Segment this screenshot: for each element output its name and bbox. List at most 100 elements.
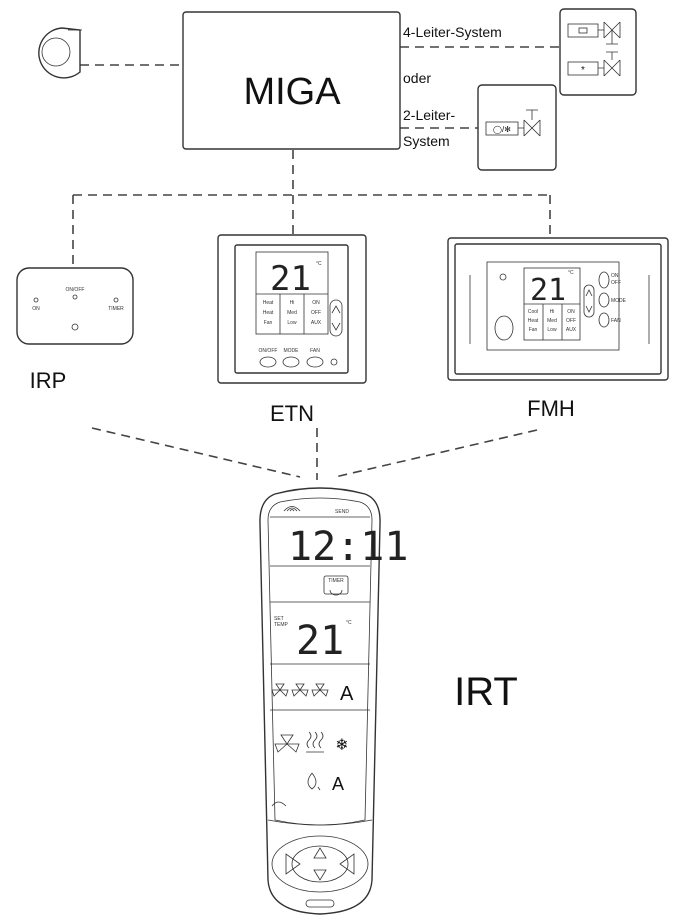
irt-remote: SEND 12:11 TIMER SET TEMP 21 °C A ❄	[259, 487, 408, 915]
dpad	[271, 835, 369, 893]
four-wire-label: 4-Leiter-System	[403, 24, 502, 40]
four-wire-valve-box: *	[559, 8, 637, 96]
svg-text:Fan: Fan	[264, 320, 273, 326]
irt-send-text: SEND	[335, 509, 349, 515]
irt-set-text: SET	[274, 616, 284, 622]
svg-text:AUX: AUX	[566, 327, 577, 333]
chevron-up-down-icon	[585, 289, 593, 313]
chevron-up-down-icon	[313, 847, 327, 881]
valve-icon	[518, 109, 541, 137]
two-wire-label-line2: System	[403, 133, 450, 149]
fan-med-icon	[291, 683, 309, 697]
fan-key	[306, 356, 324, 368]
cool-mode-icon: ❄	[335, 737, 348, 754]
fan-icon	[38, 27, 82, 79]
miga-node: MIGA	[182, 11, 401, 150]
svg-text:Med: Med	[287, 310, 297, 316]
fmh-unit: °C	[568, 270, 574, 276]
svg-text:OFF: OFF	[566, 318, 576, 324]
svg-text:OFF: OFF	[611, 280, 621, 286]
irp-onoff-text: ON/OFF	[66, 287, 85, 293]
svg-text:Low: Low	[547, 327, 557, 333]
svg-text:MODE: MODE	[611, 298, 627, 304]
svg-text:OFF: OFF	[311, 310, 321, 316]
irt-temp-text: TEMP	[274, 622, 289, 628]
svg-text:FAN: FAN	[310, 348, 320, 354]
svg-text:Fan: Fan	[529, 327, 538, 333]
valve-icon	[598, 21, 621, 45]
led-icon	[72, 294, 78, 300]
dpad-inner	[291, 845, 349, 883]
svg-text:Cool: Cool	[528, 309, 538, 315]
led-icon	[330, 358, 338, 366]
timer-icon	[329, 589, 343, 596]
mode-key	[282, 356, 300, 368]
ir-receiver-icon	[71, 323, 79, 331]
svg-text:Low: Low	[287, 320, 297, 326]
chevron-up-down-icon	[331, 305, 341, 331]
irt-timer-text: TIMER	[328, 578, 344, 584]
led-icon	[33, 297, 39, 303]
svg-text:MODE: MODE	[284, 348, 300, 354]
up-down-keys	[329, 299, 343, 337]
mode-key	[598, 292, 610, 308]
signal-icon	[283, 506, 301, 512]
irp-to-irt	[91, 427, 301, 478]
fan-speed-icons: A	[271, 683, 354, 705]
irt-label: IRT	[454, 670, 518, 714]
svg-text:ON: ON	[312, 300, 320, 306]
etn-unit: °C	[316, 261, 322, 267]
fmh-temp-display: 21	[530, 273, 566, 308]
irt-temp-display: 21	[296, 618, 344, 664]
two-wire-label-line1: 2-Leiter-	[403, 107, 455, 123]
led-icon	[113, 297, 119, 303]
up-down-keys	[583, 284, 595, 318]
svg-text:AUX: AUX	[311, 320, 322, 326]
svg-text:Hi: Hi	[550, 309, 555, 315]
irp-panel	[16, 267, 134, 345]
heat-symbol-icon: *	[581, 65, 585, 76]
sensor-icon	[494, 315, 514, 341]
fan-low-icon	[271, 683, 289, 697]
remote-logo-badge	[305, 899, 335, 908]
etn-temp-display: 21	[270, 259, 311, 299]
irt-unit: °C	[346, 620, 352, 626]
svg-text:Heat: Heat	[263, 300, 274, 306]
svg-text:Heat: Heat	[263, 310, 274, 316]
irp-on-text: ON	[32, 306, 40, 312]
auto-mode-icon: A	[332, 774, 344, 794]
irp-timer-text: TIMER	[108, 306, 124, 312]
irt-clock-display: 12:11	[288, 524, 408, 570]
svg-text:FAN: FAN	[611, 318, 621, 324]
etn-device: 21 °C Heat Heat Fan Hi Med Low ON OFF AU…	[217, 234, 367, 384]
fmh-label: FMH	[527, 396, 575, 421]
fan-high-icon	[311, 683, 329, 697]
fmh-to-irt	[334, 429, 538, 478]
signal-icon	[271, 801, 287, 807]
svg-text:Hi: Hi	[290, 300, 295, 306]
svg-text:Heat: Heat	[528, 318, 539, 324]
coil-icon: ◯/✻	[493, 125, 511, 134]
irp-device: ON/OFF ON TIMER	[16, 267, 134, 345]
connectors	[72, 46, 560, 480]
irp-label: IRP	[30, 368, 67, 393]
miga-label: MIGA	[243, 71, 341, 113]
coil-icon	[578, 27, 588, 34]
mode-icons: ❄ A	[274, 731, 349, 794]
svg-text:ON/OFF: ON/OFF	[259, 348, 278, 354]
heat-mode-icon	[306, 731, 324, 753]
fan-key	[598, 312, 610, 328]
led-icon	[499, 273, 507, 281]
dry-mode-icon	[307, 772, 321, 791]
valve-icon	[598, 51, 621, 77]
fmh-device: 21 °C Cool Heat Fan Hi Med Low ON OFF AU…	[447, 237, 669, 381]
miga-box	[182, 11, 401, 150]
svg-text:ON: ON	[567, 309, 575, 315]
svg-text:Med: Med	[547, 318, 557, 324]
onoff-key	[259, 356, 277, 368]
chevron-left-right-icon	[285, 853, 355, 875]
or-label: oder	[403, 70, 431, 86]
onoff-key	[598, 271, 610, 289]
auto-icon: A	[340, 683, 354, 705]
